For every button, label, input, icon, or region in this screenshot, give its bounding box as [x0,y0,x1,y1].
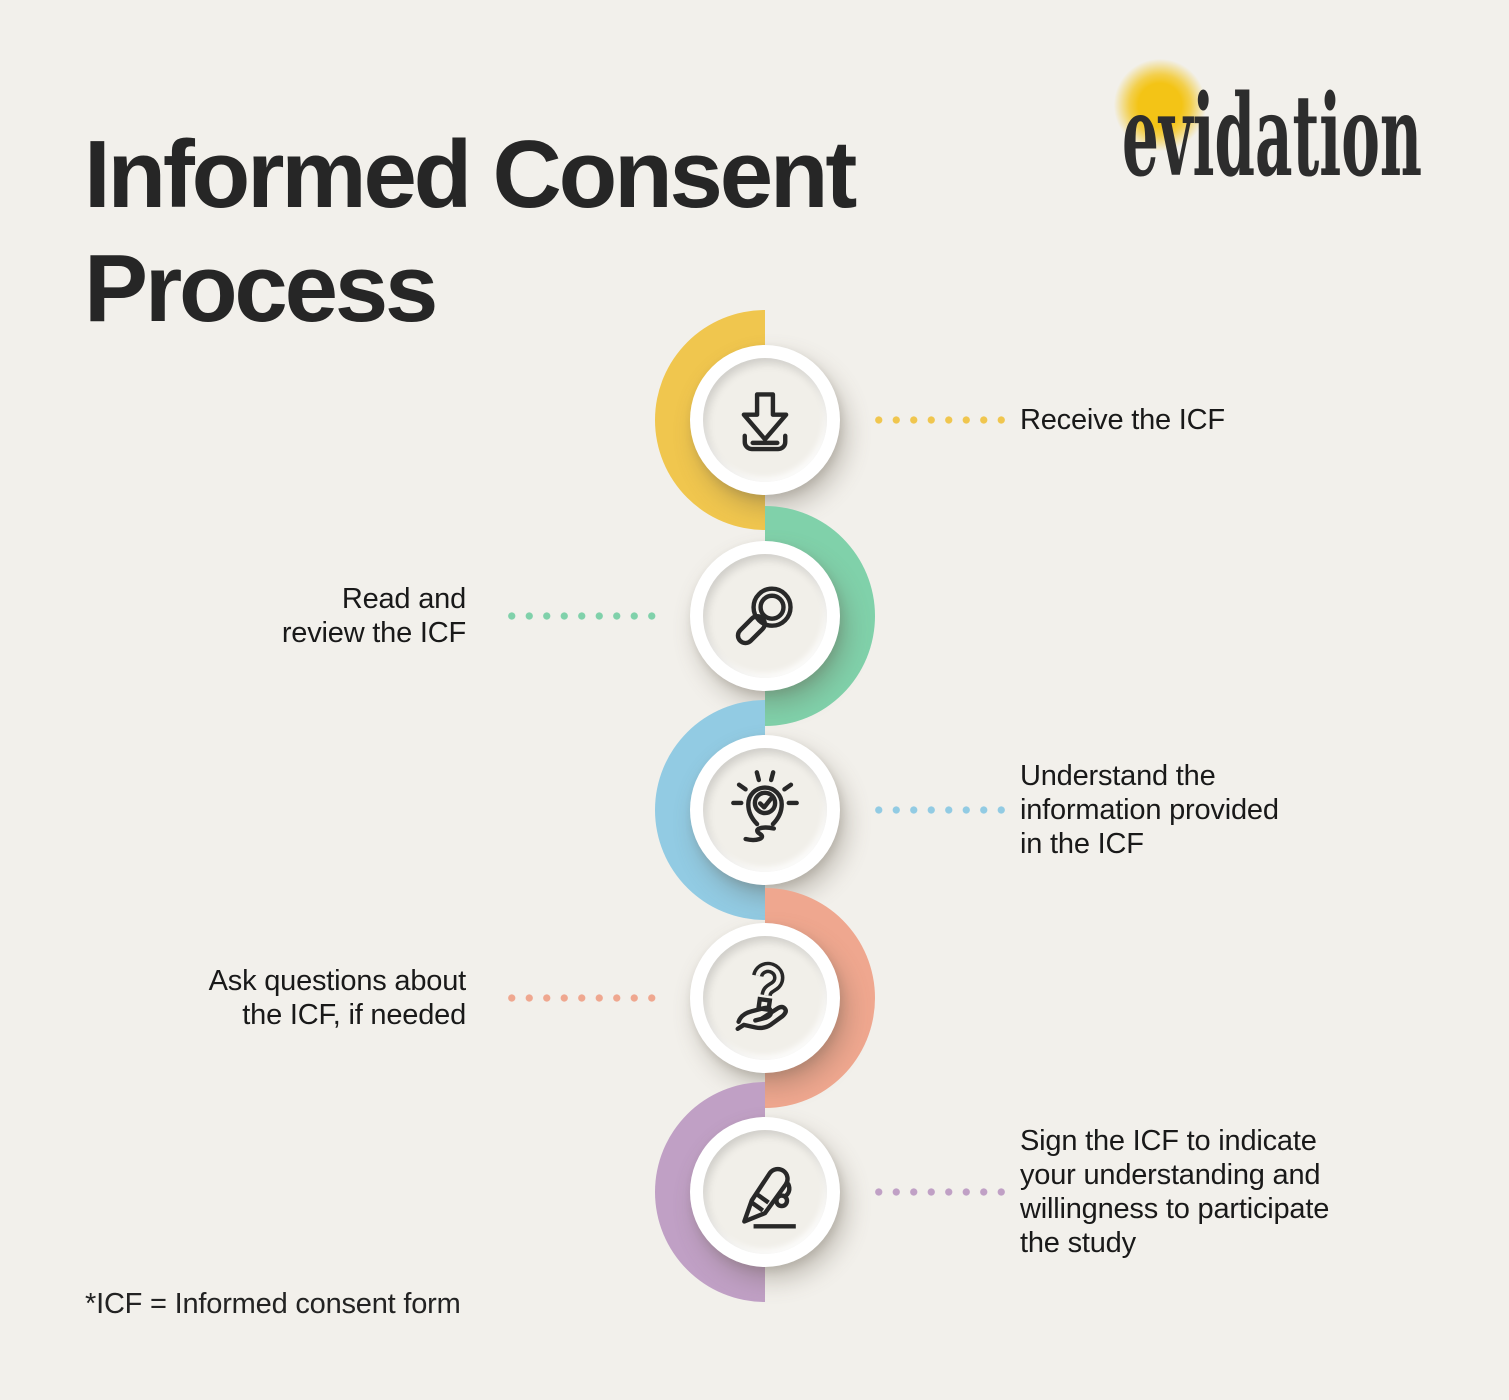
page-title-line2: Process [84,235,438,343]
pen-signature-icon [742,1166,796,1229]
magnifier-icon [735,586,793,646]
dotted-connector [870,806,1010,814]
step-label: Receive the ICF [1020,404,1225,436]
logo-wordmark-svg: evidation [1122,71,1422,202]
step-icon-circle [690,1117,840,1267]
step-icon-circle [690,735,840,885]
dotted-connector [502,994,660,1002]
page-title-line1: Informed Consent [84,121,857,229]
logo-sun-icon [1112,57,1208,153]
step-icon-circle [690,345,840,495]
step-icon-circle [690,923,840,1073]
dotted-connector [870,1188,1010,1196]
dotted-connector [870,416,1010,424]
question-hand-icon [735,961,788,1031]
download-icon [741,392,789,452]
brand-logo: evidation [1106,52,1466,202]
dotted-connector [502,612,660,620]
footnote: *ICF = Informed consent form [85,1288,461,1320]
step-label: Ask questions about the ICF, if needed [208,965,467,1031]
step-label: Read and review the ICF [281,583,466,649]
step-label: Understand the information provided in t… [1020,760,1279,860]
lightbulb-check-icon [731,770,799,843]
step-icon-circle [690,541,840,691]
logo-wordmark: evidation [1122,71,1422,202]
step-label: Sign the ICF to indicate your understand… [1020,1125,1330,1259]
